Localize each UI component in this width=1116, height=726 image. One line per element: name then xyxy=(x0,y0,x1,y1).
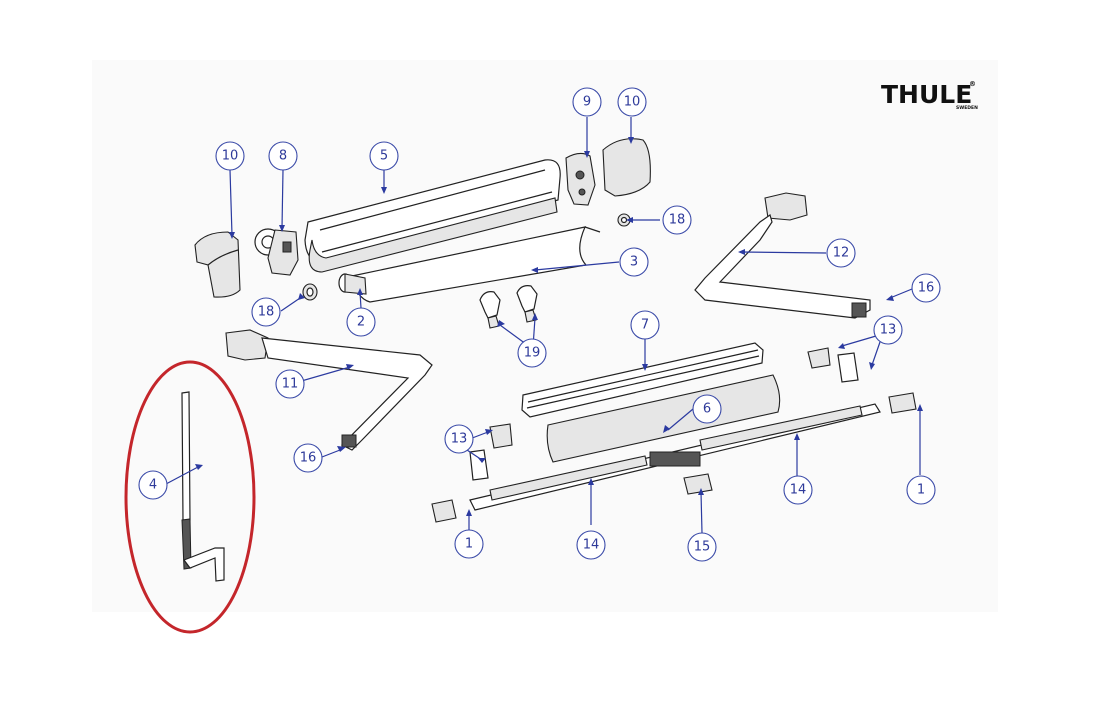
callout-14-left: 14 xyxy=(576,530,606,560)
callout-10-left-cap: 10 xyxy=(215,141,245,171)
svg-text:15: 15 xyxy=(694,540,711,555)
svg-text:4: 4 xyxy=(149,478,157,493)
brand-name: THULE xyxy=(881,80,972,109)
svg-text:1: 1 xyxy=(917,483,925,498)
callout-15: 15 xyxy=(687,532,717,562)
callout-12: 12 xyxy=(826,238,856,268)
part-end-cap-left xyxy=(194,231,241,298)
highlight-ellipse xyxy=(124,360,256,634)
svg-text:9: 9 xyxy=(583,95,591,110)
part-cassette-housing xyxy=(304,159,561,273)
svg-text:2: 2 xyxy=(357,315,365,330)
svg-text:7: 7 xyxy=(641,318,649,333)
callout-14-right: 14 xyxy=(783,475,813,505)
svg-text:19: 19 xyxy=(524,346,541,361)
svg-text:11: 11 xyxy=(282,377,299,392)
part-bushing-left xyxy=(302,283,318,301)
svg-text:1: 1 xyxy=(465,537,473,552)
part-slider xyxy=(683,473,713,495)
callout-8: 8 xyxy=(268,141,298,171)
svg-text:18: 18 xyxy=(258,305,275,320)
part-brackets xyxy=(479,285,538,329)
svg-text:10: 10 xyxy=(624,95,641,110)
part-crank-handle xyxy=(181,391,225,582)
callout-9: 9 xyxy=(572,87,602,117)
svg-text:8: 8 xyxy=(279,149,287,164)
callout-16-left: 16 xyxy=(293,443,323,473)
part-end-cap-left-edge xyxy=(207,249,239,266)
callout-3: 3 xyxy=(619,247,649,277)
part-rail-end-left xyxy=(431,499,457,523)
svg-text:18: 18 xyxy=(669,213,686,228)
part-rail-end-right xyxy=(888,392,917,414)
svg-text:3: 3 xyxy=(630,255,638,270)
svg-text:16: 16 xyxy=(300,451,317,466)
callout-4: 4 xyxy=(138,470,168,500)
callout-6: 6 xyxy=(692,394,722,424)
brand-registered-mark: ® xyxy=(969,80,976,88)
svg-text:10: 10 xyxy=(222,149,239,164)
leader-arrowheads xyxy=(195,137,923,516)
svg-text:16: 16 xyxy=(918,281,935,296)
part-clamp-left xyxy=(469,423,513,481)
svg-text:6: 6 xyxy=(703,402,711,417)
part-left-mechanism xyxy=(254,228,299,276)
part-front-cover xyxy=(546,374,781,463)
part-clamp-right xyxy=(807,347,859,383)
callout-10-right-cap: 10 xyxy=(617,87,647,117)
svg-text:12: 12 xyxy=(833,246,850,261)
callout-13-right: 13 xyxy=(873,315,903,345)
brand-subtitle: SWEDEN xyxy=(956,105,978,111)
svg-text:13: 13 xyxy=(451,432,468,447)
callout-1-right: 1 xyxy=(906,475,936,505)
callout-18-left: 18 xyxy=(251,297,281,327)
callout-2: 2 xyxy=(346,307,376,337)
callout-13-left: 13 xyxy=(444,424,474,454)
callout-18-right: 18 xyxy=(662,205,692,235)
callout-11: 11 xyxy=(275,369,305,399)
part-front-profile xyxy=(521,342,764,418)
part-telescopic-rail xyxy=(469,403,881,511)
part-right-mechanism xyxy=(565,152,596,206)
brand-logo: THULE SWEDEN ® xyxy=(881,80,978,111)
part-roller-tube xyxy=(338,273,367,295)
svg-text:14: 14 xyxy=(583,538,600,553)
svg-text:14: 14 xyxy=(790,483,807,498)
callout-7: 7 xyxy=(630,310,660,340)
svg-text:13: 13 xyxy=(880,323,897,338)
part-end-cap-right xyxy=(602,138,651,197)
callout-16-right: 16 xyxy=(911,273,941,303)
callout-5: 5 xyxy=(369,141,399,171)
part-arm-left xyxy=(225,329,433,451)
callout-1-left: 1 xyxy=(454,529,484,559)
part-bushing-right xyxy=(617,213,631,227)
svg-text:5: 5 xyxy=(380,149,388,164)
callout-19: 19 xyxy=(517,338,547,368)
leader-lines xyxy=(165,117,921,534)
part-arm-right xyxy=(694,192,871,319)
